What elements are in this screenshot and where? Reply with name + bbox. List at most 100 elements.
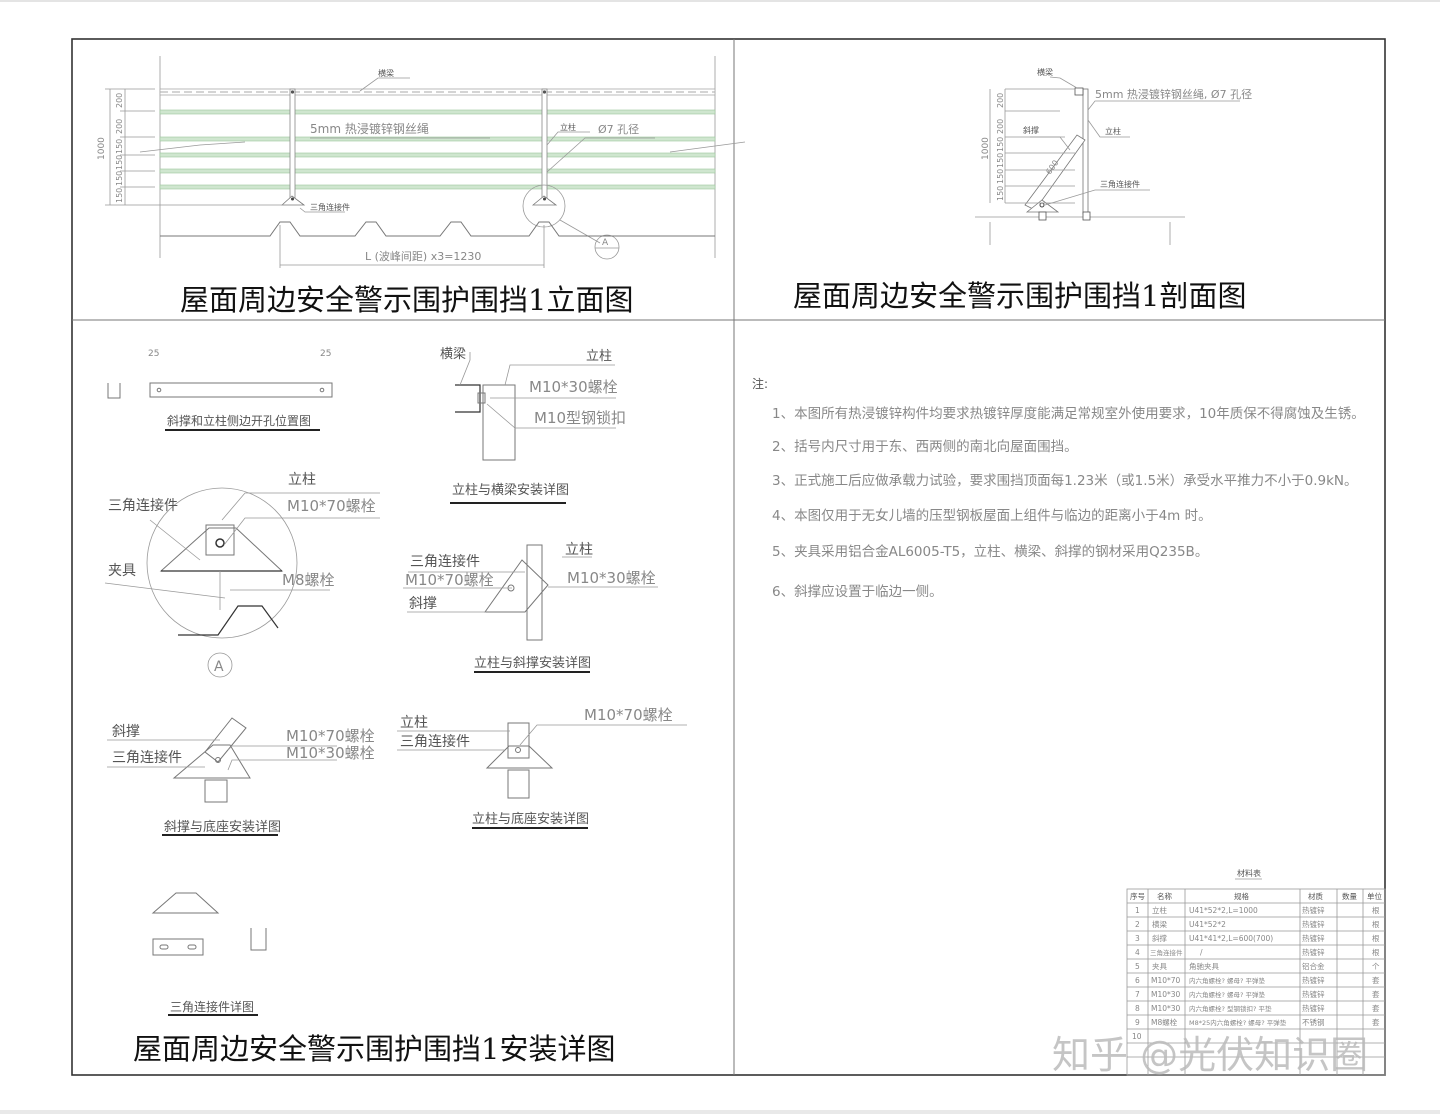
svg-text:热镀锌: 热镀锌	[1302, 933, 1325, 943]
svg-text:套: 套	[1372, 975, 1380, 985]
svg-text:200: 200	[996, 93, 1005, 108]
svg-text:三角连接件: 三角连接件	[410, 553, 480, 570]
svg-text:三角连接件: 三角连接件	[1100, 179, 1140, 189]
svg-text:热镀锌: 热镀锌	[1302, 947, 1325, 957]
svg-text:150: 150	[996, 137, 1005, 152]
notes-block: 注: 1、本图所有热浸镀锌构件均要求热镀锌厚度能满足常规室外使用要求，10年质保…	[752, 376, 1365, 600]
svg-text:M10*30螺栓: M10*30螺栓	[286, 744, 375, 762]
detail-a: A 立柱 三角连接件 M10*70螺栓 夹具 M8螺栓	[104, 472, 380, 678]
svg-text:150: 150	[996, 153, 1005, 168]
svg-text:横梁: 横梁	[440, 347, 466, 362]
svg-text:3、正式施工后应做承载力试验，要求围挡顶面每1.23米（或1: 3、正式施工后应做承载力试验，要求围挡顶面每1.23米（或1.5米）承受水平推力…	[772, 472, 1358, 489]
svg-text:立柱与斜撑安装详图: 立柱与斜撑安装详图	[474, 656, 591, 671]
svg-text:M10*70螺栓: M10*70螺栓	[286, 727, 375, 745]
svg-text:6、斜撑应设置于临边一侧。: 6、斜撑应设置于临边一侧。	[772, 583, 943, 600]
svg-text:立柱: 立柱	[400, 715, 428, 731]
svg-text:150: 150	[996, 169, 1005, 184]
svg-text:热镀锌: 热镀锌	[1302, 919, 1325, 929]
svg-text:斜撑: 斜撑	[112, 724, 140, 740]
svg-text:名称: 名称	[1157, 891, 1173, 901]
svg-text:A: A	[214, 659, 224, 675]
svg-text:2: 2	[1135, 920, 1140, 929]
svg-text:三角连接件: 三角连接件	[400, 733, 470, 750]
svg-text:M8螺栓: M8螺栓	[1151, 1017, 1178, 1027]
svg-text:U41*52*2: U41*52*2	[1189, 920, 1226, 929]
svg-text:4、本图仅用于无女儿墙的压型钢板屋面上组件与临边的距离小于4: 4、本图仅用于无女儿墙的压型钢板屋面上组件与临边的距离小于4m 时。	[772, 507, 1212, 524]
svg-text:热镀锌: 热镀锌	[1302, 905, 1325, 915]
svg-text:150: 150	[115, 171, 124, 186]
svg-text:Ø7 孔径: Ø7 孔径	[598, 123, 639, 136]
svg-text:角驰夹具: 角驰夹具	[1189, 961, 1219, 971]
watermark: 知乎 @光伏知识圈	[1052, 1033, 1368, 1077]
svg-text:夹具: 夹具	[1152, 961, 1168, 971]
svg-text:M8螺栓: M8螺栓	[282, 571, 335, 589]
svg-text:斜撑和立柱侧边开孔位置图: 斜撑和立柱侧边开孔位置图	[167, 413, 311, 428]
svg-text:三角连接件详图: 三角连接件详图	[170, 999, 254, 1014]
svg-text:5mm 热浸镀锌钢丝绳, Ø7 孔径: 5mm 热浸镀锌钢丝绳, Ø7 孔径	[1095, 87, 1252, 101]
svg-text:5: 5	[1135, 962, 1140, 971]
svg-text:200: 200	[115, 119, 124, 134]
svg-text:注:: 注:	[752, 376, 768, 391]
svg-text:U41*41*2,L=600(700): U41*41*2,L=600(700)	[1189, 934, 1273, 943]
svg-text:9: 9	[1135, 1018, 1140, 1027]
svg-text:1000: 1000	[97, 137, 107, 160]
svg-text:8: 8	[1135, 1004, 1140, 1013]
brace-base-detail: 斜撑 三角连接件 M10*70螺栓 M10*30螺栓 斜撑与底座安装详图	[107, 717, 375, 836]
svg-text:立柱: 立柱	[560, 122, 576, 132]
svg-text:斜撑: 斜撑	[1152, 933, 1168, 943]
svg-text:3: 3	[1135, 934, 1140, 943]
svg-text:套: 套	[1372, 1003, 1380, 1013]
svg-text:斜撑: 斜撑	[1023, 125, 1039, 135]
svg-text:M10*70: M10*70	[1151, 976, 1181, 985]
svg-text:三角连接件: 三角连接件	[108, 497, 178, 514]
svg-text:根: 根	[1372, 947, 1380, 957]
svg-text:M10型钢锁扣: M10型钢锁扣	[534, 409, 626, 427]
svg-text:根: 根	[1372, 919, 1380, 929]
svg-text:热镀锌: 热镀锌	[1302, 989, 1325, 999]
svg-text:U41*52*2,L=1000: U41*52*2,L=1000	[1189, 906, 1258, 915]
svg-text:1000: 1000	[981, 137, 991, 160]
svg-text:5mm 热浸镀锌钢丝绳: 5mm 热浸镀锌钢丝绳	[310, 122, 429, 136]
svg-text:M10*70螺栓: M10*70螺栓	[405, 571, 494, 589]
svg-text:单位: 单位	[1367, 891, 1383, 901]
svg-text:夹具: 夹具	[108, 563, 136, 579]
svg-text:4: 4	[1135, 948, 1140, 957]
svg-text:三角连接件: 三角连接件	[310, 202, 350, 212]
elevation-view: A L (波峰间距) x3=1230 1000 200 200 150 150 …	[97, 56, 746, 268]
svg-text:立柱与底座安装详图: 立柱与底座安装详图	[472, 811, 589, 827]
svg-text:A: A	[602, 238, 609, 248]
drawing-frame	[71, 38, 1386, 1076]
svg-text:M10*30: M10*30	[1151, 990, 1181, 999]
svg-text:200: 200	[115, 93, 124, 108]
svg-text:1、本图所有热浸镀锌构件均要求热镀锌厚度能满足常规室外使用要: 1、本图所有热浸镀锌构件均要求热镀锌厚度能满足常规室外使用要求，10年质保不得腐…	[772, 405, 1365, 422]
svg-text:三角连接件: 三角连接件	[1150, 948, 1183, 957]
hole-position-detail: 25 25 斜撑和立柱侧边开孔位置图	[107, 349, 333, 431]
svg-text:规格: 规格	[1234, 891, 1250, 901]
svg-text:25: 25	[320, 349, 331, 359]
svg-text:套: 套	[1372, 1017, 1380, 1027]
svg-text:材料表: 材料表	[1237, 868, 1261, 878]
svg-text:2、括号内尺寸用于东、西两侧的南北向屋面围挡。: 2、括号内尺寸用于东、西两侧的南北向屋面围挡。	[772, 439, 1078, 455]
svg-text:10: 10	[1132, 1032, 1142, 1041]
post-base-detail: 立柱 三角连接件 M10*70螺栓 立柱与底座安装详图	[397, 706, 687, 829]
svg-text:200: 200	[996, 119, 1005, 134]
svg-text:内六角螺栓? 螺母? 平弹垫: 内六角螺栓? 螺母? 平弹垫	[1189, 976, 1266, 985]
svg-text:M10*30螺栓: M10*30螺栓	[567, 569, 656, 587]
svg-text:横梁: 横梁	[1037, 67, 1053, 77]
svg-text:立柱: 立柱	[586, 349, 612, 364]
svg-text:/: /	[1200, 948, 1203, 957]
post-beam-detail: 横梁 立柱 M10*30螺栓 M10型钢锁扣 立柱与横梁安装详图	[440, 347, 626, 504]
svg-text:M10*30: M10*30	[1151, 1004, 1181, 1013]
svg-text:三角连接件: 三角连接件	[112, 749, 182, 766]
elevation-title: 屋面周边安全警示围护围挡1立面图	[180, 283, 633, 317]
top-border-strip	[0, 0, 1440, 2]
section-title: 屋面周边安全警示围护围挡1剖面图	[793, 279, 1246, 313]
details-title: 屋面周边安全警示围护围挡1安装详图	[133, 1032, 615, 1066]
svg-text:7: 7	[1135, 990, 1140, 999]
section-view: 600 1000 200 200 150 150 150 150 横梁 5mm …	[975, 67, 1252, 245]
svg-text:立柱: 立柱	[565, 542, 593, 558]
svg-text:M10*70螺栓: M10*70螺栓	[584, 706, 673, 724]
materials-table: 材料表 序号 名称 规格	[1126, 868, 1386, 1076]
svg-text:热镀锌: 热镀锌	[1302, 975, 1325, 985]
svg-text:M10*70螺栓: M10*70螺栓	[287, 497, 376, 515]
